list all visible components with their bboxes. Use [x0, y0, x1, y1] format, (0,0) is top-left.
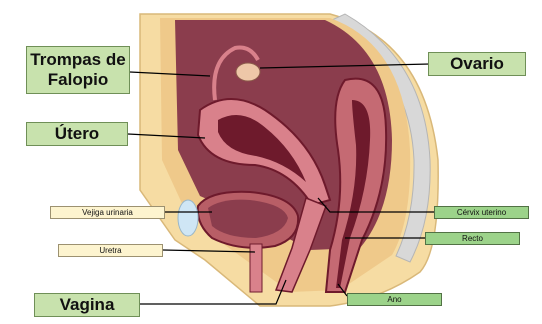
label-utero: Útero — [26, 122, 128, 146]
label-uretra: Uretra — [58, 244, 163, 257]
label-vejiga-urinaria: Vejiga urinaria — [50, 206, 165, 219]
label-cervix-uterino: Cérvix uterino — [434, 206, 529, 219]
ovary-shape — [236, 63, 260, 81]
label-ano: Ano — [347, 293, 442, 306]
label-vagina: Vagina — [34, 293, 140, 317]
urethra-shape — [250, 244, 262, 292]
label-ovario: Ovario — [428, 52, 526, 76]
label-trompas-de-falopio: Trompas de Falopio — [26, 46, 130, 94]
label-recto: Recto — [425, 232, 520, 245]
pubic-bone — [178, 200, 198, 236]
